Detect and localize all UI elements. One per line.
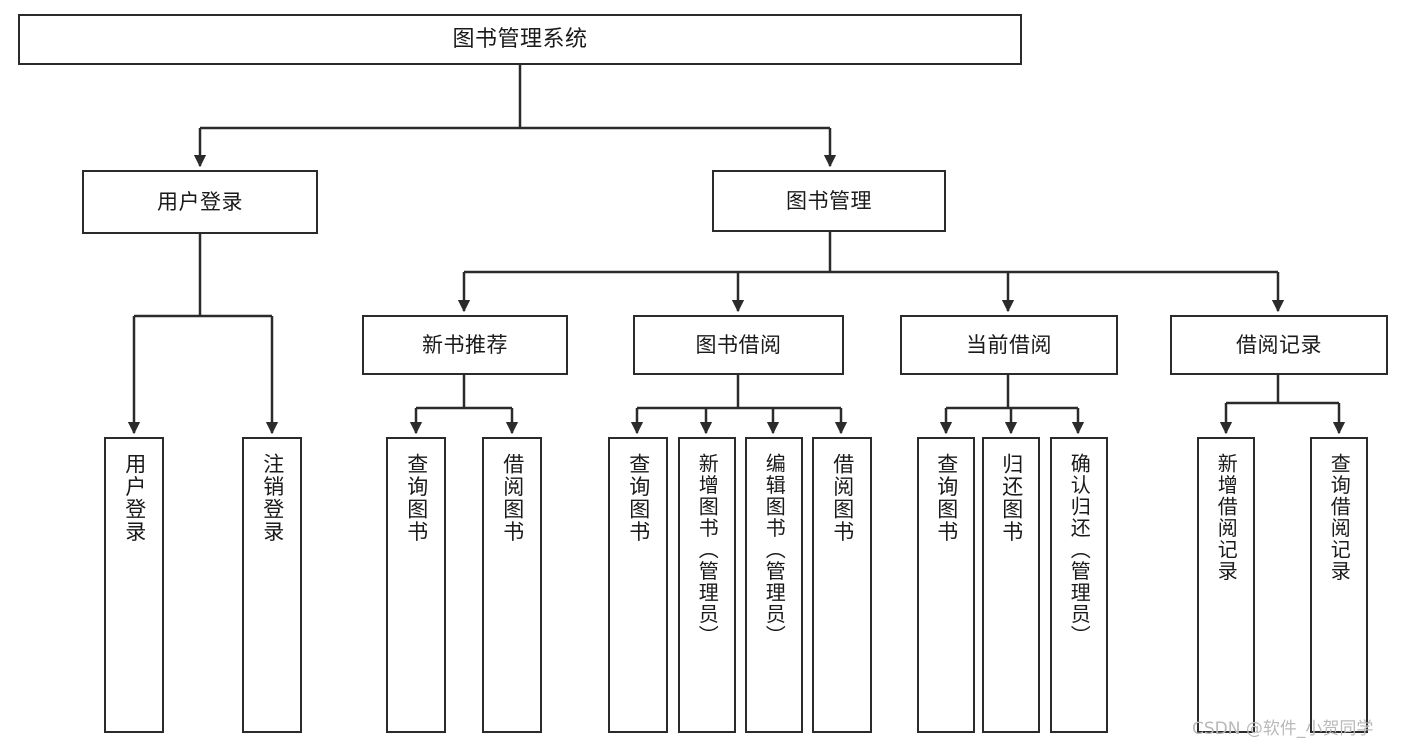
node-user-login[interactable]: 用户登录 [82, 170, 318, 234]
leaf-book-borrow-3-label: 编辑图书（管理员） [762, 453, 787, 647]
node-book-manage[interactable]: 图书管理 [712, 170, 946, 232]
node-root[interactable]: 图书管理系统 [18, 14, 1022, 65]
leaf-new-book-1[interactable]: 查询图书 [386, 437, 446, 733]
node-borrow-record-label: 借阅记录 [1236, 332, 1322, 357]
node-current-borrow[interactable]: 当前借阅 [900, 315, 1118, 375]
leaf-book-borrow-4[interactable]: 借阅图书 [812, 437, 872, 733]
leaf-current-borrow-1[interactable]: 查询图书 [917, 437, 975, 733]
leaf-new-book-2-label: 借阅图书 [500, 453, 525, 543]
leaf-borrow-record-1-label: 新增借阅记录 [1214, 453, 1239, 582]
leaf-book-borrow-3[interactable]: 编辑图书（管理员） [745, 437, 803, 733]
leaf-user-login-1-label: 用户登录 [122, 453, 147, 543]
leaf-user-login-2-label: 注销登录 [260, 453, 285, 543]
leaf-current-borrow-3-label: 确认归还（管理员） [1067, 453, 1092, 647]
node-book-borrow[interactable]: 图书借阅 [633, 315, 844, 375]
leaf-borrow-record-2-label: 查询借阅记录 [1327, 453, 1352, 582]
node-current-borrow-label: 当前借阅 [966, 332, 1052, 357]
leaf-book-borrow-1-label: 查询图书 [626, 453, 651, 543]
leaf-new-book-2[interactable]: 借阅图书 [482, 437, 542, 733]
node-root-label: 图书管理系统 [452, 26, 588, 52]
leaf-current-borrow-2-label: 归还图书 [999, 453, 1024, 543]
leaf-book-borrow-2-label: 新增图书（管理员） [695, 453, 720, 647]
leaf-book-borrow-4-label: 借阅图书 [830, 453, 855, 543]
leaf-new-book-1-label: 查询图书 [404, 453, 429, 543]
leaf-borrow-record-1[interactable]: 新增借阅记录 [1197, 437, 1255, 733]
leaf-book-borrow-1[interactable]: 查询图书 [608, 437, 668, 733]
leaf-user-login-2[interactable]: 注销登录 [242, 437, 302, 733]
watermark: CSDN @软件_小贺同学 [1192, 719, 1374, 739]
node-new-book-recommend-label: 新书推荐 [422, 332, 508, 357]
leaf-book-borrow-2[interactable]: 新增图书（管理员） [678, 437, 736, 733]
node-book-borrow-label: 图书借阅 [695, 332, 782, 357]
node-new-book-recommend[interactable]: 新书推荐 [362, 315, 568, 375]
leaf-current-borrow-3[interactable]: 确认归还（管理员） [1050, 437, 1108, 733]
node-borrow-record[interactable]: 借阅记录 [1170, 315, 1388, 375]
leaf-borrow-record-2[interactable]: 查询借阅记录 [1310, 437, 1368, 733]
leaf-user-login-1[interactable]: 用户登录 [104, 437, 164, 733]
node-user-login-label: 用户登录 [157, 189, 243, 214]
node-book-manage-label: 图书管理 [786, 188, 872, 213]
leaf-current-borrow-1-label: 查询图书 [934, 453, 959, 543]
leaf-current-borrow-2[interactable]: 归还图书 [982, 437, 1040, 733]
